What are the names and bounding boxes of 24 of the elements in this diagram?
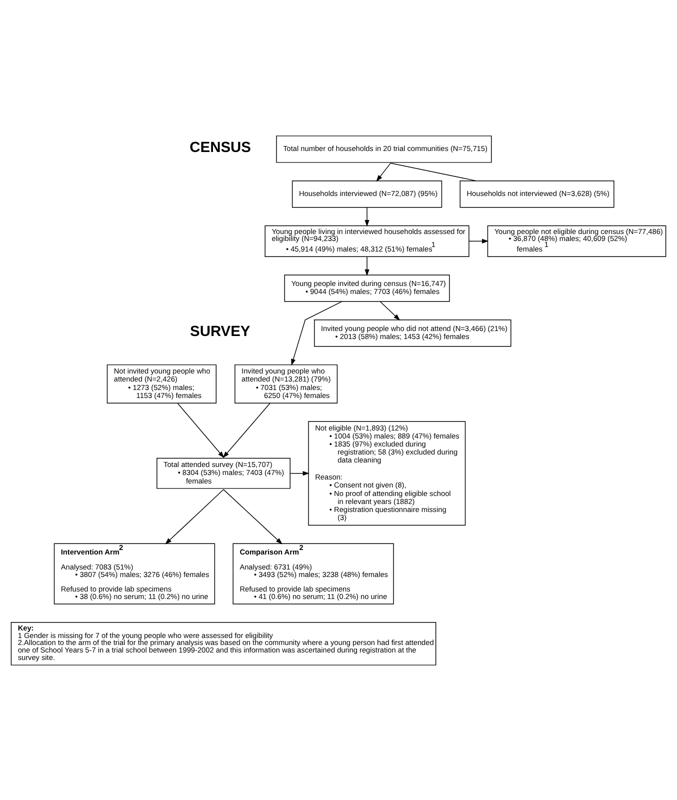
node-box: Not eligible (N=1,893) (12%) • 1004 (53%) males; 889 (47%) females • 1835 (97%) excluded during registration; 58 (3%) excluded during data cleaning Reason: • Consent not given (8), • No proof of attending eligible school in relevant years (1882) • Registration questionnaire missing (3): [308, 420, 466, 526]
arrow: [364, 206, 370, 226]
arrow: [291, 300, 342, 366]
label: SURVEY: [190, 324, 250, 340]
label: CENSUS: [190, 140, 251, 156]
arrow: [165, 488, 224, 544]
arrow: [177, 402, 224, 458]
node-box: Invited young people who did not attend (N=3,466) (21%) • 2013 (58%) males; 1453 (42%) females: [314, 319, 512, 346]
node-box: Invited young people who attended (N=13,281) (79%) • 7031 (53%) males; 6250 (47%) females: [234, 364, 338, 403]
arrow: [364, 256, 370, 276]
arrow: [376, 162, 391, 182]
node-box: Households not interviewed (N=3,628) (5%): [460, 180, 614, 208]
arrow: [290, 470, 310, 476]
arrow: [222, 402, 270, 458]
arrow: [468, 238, 489, 243]
connector: [390, 162, 477, 181]
node-box: Key: 1 Gender is missing for 7 of the young people who were assessed for eligibility 2.Allocation to the arm of the trial for the primary analysis was based on the community where a young person had first attended one of School Years 5-7 in a trial school between 1999-2002 and this information was ascertained during registration at the survey site.: [10, 622, 436, 665]
node-box: Total attended survey (N=15,707) • 8304 (53%) males; 7403 (47%) females: [156, 457, 290, 488]
node-box: Not invited young people who attended (N=2,426) • 1273 (52%) males; 1153 (47%) females: [106, 364, 217, 403]
node-box: Young people invited during census (N=16,747) • 9044 (54%) males; 7703 (46%) females: [284, 274, 450, 302]
arrow: [223, 488, 282, 544]
arrow: [380, 300, 400, 320]
node-box: Total number of households in 20 trial communities (N=75,715): [276, 135, 492, 162]
node-box: Households interviewed (N=72,087) (95%): [292, 180, 442, 208]
